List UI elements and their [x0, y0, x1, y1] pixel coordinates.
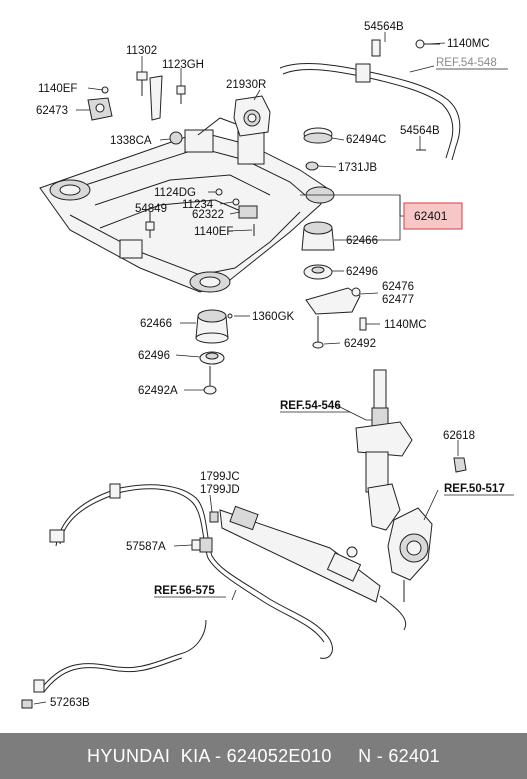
steering-gear: [219, 505, 407, 631]
label-1140EF-mid: 1140EF: [194, 226, 233, 238]
label-1140MC-mid: 1140MC: [384, 319, 427, 331]
label-62494C: 62494C: [346, 134, 386, 146]
label-1731JB: 1731JB: [338, 162, 377, 174]
label-62466-right: 62466: [346, 235, 378, 247]
power-steering-hoses: [21, 483, 333, 709]
label-62466-left: 62466: [140, 318, 172, 330]
label-11234: 11234: [182, 199, 214, 211]
parts-diagram: 54564B 1140MC REF.54-548 11302 1123GH 11…: [21, 21, 514, 709]
bolts-top-left: [101, 71, 186, 145]
label-62477: 62477: [382, 294, 414, 306]
bracket-62473: [87, 97, 113, 121]
crossmember-subframe: [39, 117, 335, 293]
label-62401[interactable]: 62401: [414, 209, 448, 223]
label-54564B-mid: 54564B: [400, 125, 440, 137]
ref-underlines: [154, 68, 514, 598]
label-54849: 54849: [135, 203, 167, 215]
label-62496-left: 62496: [138, 350, 170, 362]
label-62322: 62322: [192, 209, 224, 221]
label-62618: 62618: [443, 430, 475, 442]
ref-54-548[interactable]: REF.54-548: [436, 57, 497, 69]
footer-text: HYUNDAI KIA - 624052E010 N - 62401: [87, 745, 440, 766]
label-1338CA: 1338CA: [110, 135, 152, 147]
label-1799JC: 1799JC: [200, 471, 240, 483]
footer-bar: HYUNDAI KIA - 624052E010 N - 62401: [0, 733, 527, 779]
label-21930R: 21930R: [226, 79, 266, 91]
label-62492: 62492: [344, 338, 376, 350]
strut-assembly: [355, 369, 467, 602]
bushing-stack-62401: [301, 127, 361, 349]
part-labels: 54564B 1140MC REF.54-548 11302 1123GH 11…: [36, 21, 505, 709]
ref-54-546[interactable]: REF.54-546: [280, 400, 341, 412]
label-62473: 62473: [36, 105, 68, 117]
label-62492A: 62492A: [138, 385, 178, 397]
label-1123GH: 1123GH: [162, 59, 204, 71]
ref-50-517[interactable]: REF.50-517: [444, 483, 505, 495]
highlight-box-62401: [403, 202, 463, 230]
label-1124DG: 1124DG: [154, 187, 196, 199]
label-11302: 11302: [126, 45, 157, 57]
label-62476: 62476: [382, 281, 414, 293]
label-62496-right: 62496: [346, 266, 378, 278]
label-54564B-top: 54564B: [364, 21, 404, 33]
engine-mount-21930R: [233, 95, 271, 137]
label-1799JD: 1799JD: [200, 484, 240, 496]
ref-56-575[interactable]: REF.56-575: [154, 585, 215, 597]
leader-lines: [33, 32, 459, 705]
label-1140EF-top: 1140EF: [38, 83, 77, 95]
label-57587A: 57587A: [126, 541, 166, 553]
label-57263B: 57263B: [50, 697, 90, 709]
bushing-stack-left: [195, 309, 233, 395]
label-1360GK: 1360GK: [252, 311, 295, 323]
label-1140MC-top: 1140MC: [447, 38, 490, 50]
